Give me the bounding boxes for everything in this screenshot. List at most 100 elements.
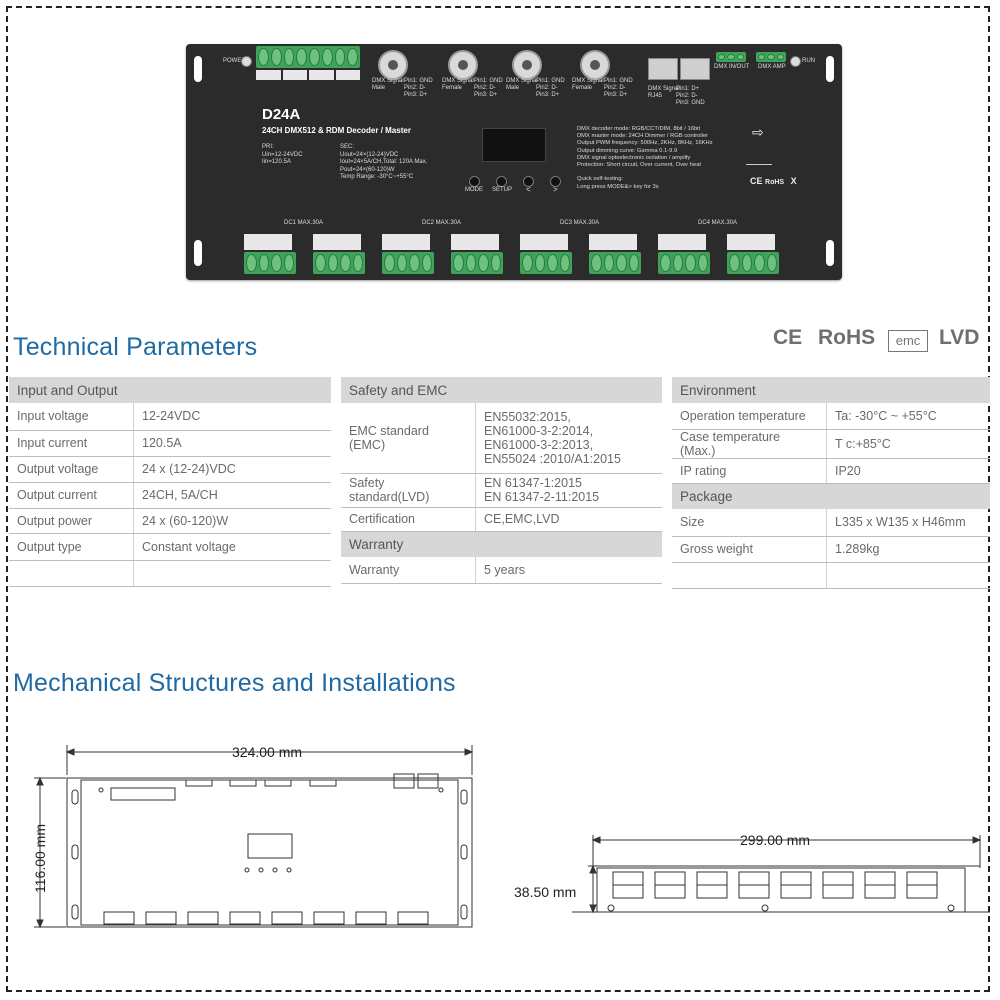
table-cell-label: Output current	[9, 482, 134, 509]
dmx-port-label: DMX Signal Female	[442, 78, 474, 91]
top-view-drawing	[34, 745, 474, 929]
sec-line: Temp Range: -30°C~+55°C	[340, 174, 414, 180]
pri-line: Uin=12-24VDC	[262, 151, 303, 158]
table-cell-label: Size	[672, 509, 827, 537]
output-terminal-block	[727, 252, 779, 274]
table-cell-label: Operation temperature	[672, 403, 827, 430]
run-label: RUN	[802, 58, 815, 64]
run-led	[790, 56, 801, 67]
technical-parameters-title: Technical Parameters	[13, 333, 258, 361]
left-button	[523, 176, 534, 187]
dmx-inout-terminal	[716, 52, 746, 62]
lcd-display	[482, 128, 546, 162]
sec-line: Pout=24×(60-120)W	[340, 166, 395, 173]
table-cell-label: Output power	[9, 508, 134, 534]
dmx-pin-label: Pin1: GND Pin2: D- Pin3: D+	[474, 78, 503, 98]
emc-standard: EN61000-3-2:2014,	[484, 423, 594, 438]
wire-icon	[746, 150, 772, 165]
output-terminal-block	[244, 252, 296, 274]
input-terminal-block	[256, 46, 360, 68]
feature-line: Quick self-testing:	[577, 176, 624, 183]
dmx-port-label: DMX Signal Male	[372, 78, 404, 91]
terminal-outline	[229, 911, 261, 925]
feature-line: Protection: Short circuit, Over current,…	[577, 162, 702, 169]
table-cell-value: 24CH, 5A/CH	[133, 482, 331, 509]
table-cell-label: Warranty	[341, 557, 476, 584]
height-dimension: 116.00 mm	[32, 824, 48, 893]
output-label-strip	[451, 234, 499, 250]
rj45-label: DMX Signal RJ45	[648, 86, 680, 99]
mount-slot	[826, 56, 834, 82]
dmx-pin-label: Pin1: GND Pin2: D- Pin3: D+	[604, 78, 633, 98]
dmx-inout-label: DMX IN/OUT	[714, 64, 750, 70]
feature-line: Output dimming curve: Gamma 0.1-9.9	[577, 147, 678, 154]
feature-line: DMX signal optoelectronic isolation / am…	[577, 154, 691, 161]
feature-line: DMX decoder mode: RGB/CCT/DIM, 8bit / 16…	[577, 126, 701, 132]
terminal-outline	[313, 911, 345, 925]
emc-logo: emc	[888, 330, 928, 352]
input-labels	[256, 70, 360, 80]
weee-mark: X	[790, 176, 797, 186]
table-cell-value: 1.289kg	[826, 536, 990, 563]
table-cell-value: 12-24VDC	[133, 403, 331, 431]
table-cell-value: Constant voltage	[133, 533, 331, 561]
table-row: Case temperature (Max.)T c:+85°C	[672, 429, 990, 459]
model-name: D24A	[262, 106, 301, 123]
mount-slot	[194, 56, 202, 82]
dmx-amp-label: DMX AMP	[758, 64, 786, 70]
table-cell-value: CE,EMC,LVD	[475, 507, 662, 532]
table-cell-label: Input voltage	[9, 403, 134, 431]
table-header: Package	[672, 483, 990, 509]
dmx-port-label: DMX Signal Male	[506, 78, 538, 91]
ce-logo: CE	[773, 326, 803, 349]
output-label-strip	[244, 234, 292, 250]
dmx-pin-label: Pin1: GND Pin2: D- Pin3: D+	[536, 78, 565, 98]
ce-mark: CE	[750, 176, 763, 186]
emc-standard: EN55024 :2010/A1:2015	[484, 451, 621, 466]
table-cell-value: T c:+85°C	[826, 429, 990, 459]
table-cell-value: IP20	[826, 458, 990, 484]
dmx-xlr-port	[580, 50, 610, 80]
lvd-logo: LVD	[939, 326, 980, 349]
table-cell-value: Ta: -30°C ~ +55°C	[826, 403, 990, 430]
table-header: Input and Output	[9, 377, 331, 403]
dmx-pin-label: Pin1: GND Pin2: D- Pin3: D+	[404, 78, 433, 98]
power-label: POWER	[223, 58, 246, 64]
table-cell-value: 120.5A	[133, 430, 331, 457]
dmx-xlr-port	[378, 50, 408, 80]
rj45-port	[680, 58, 710, 80]
terminal-outline	[271, 911, 303, 925]
table-cell-value: EN 61347-1:2015 EN 61347-2-11:2015	[475, 473, 662, 508]
table-cell-label	[672, 562, 827, 589]
output-terminal-block	[451, 252, 503, 274]
right-button	[550, 176, 561, 187]
table-cell-value: L335 x W135 x H46mm	[826, 509, 990, 537]
dc-group-label: DC2 MAX.30A	[422, 220, 462, 226]
rj45-port	[648, 58, 678, 80]
terminal-outline	[187, 911, 219, 925]
table-cell-label: Gross weight	[672, 536, 827, 563]
output-label-strip	[382, 234, 430, 250]
emc-standard: EN55032:2015,	[484, 409, 571, 424]
mode-button	[469, 176, 480, 187]
output-terminal-block	[589, 252, 641, 274]
feature-line: Long press MODE&> key for 3s	[577, 183, 659, 190]
mode-label: MODE	[465, 187, 483, 193]
table-cell-value: 24 x (60-120)W	[133, 508, 331, 534]
table-cell-label: Certification	[341, 507, 476, 532]
feature-line: Output PWM frequency: 500Hz, 2KHz, 8KHz,…	[577, 140, 713, 147]
setup-button	[496, 176, 507, 187]
mount-slot	[194, 240, 202, 266]
dmx-xlr-port	[448, 50, 478, 80]
rj45-pins: Pin1: D+ Pin2: D- Pin3: GND	[676, 86, 705, 106]
lvd-standard: EN 61347-2-11:2015	[484, 490, 600, 504]
